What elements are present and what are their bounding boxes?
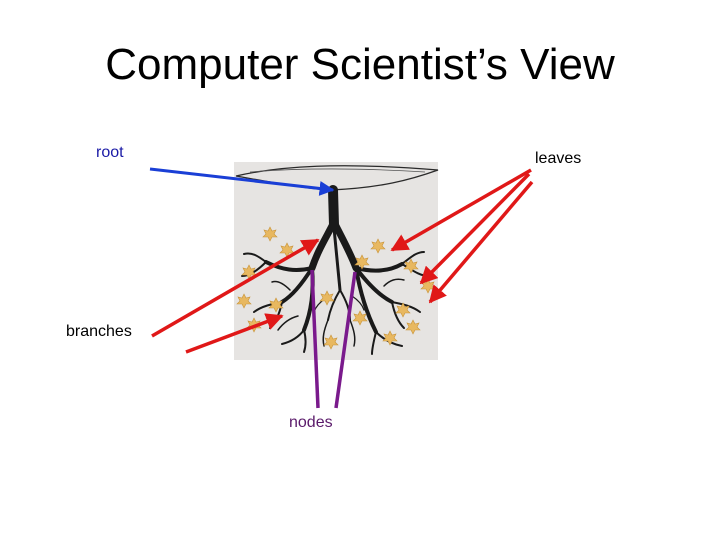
branches-label: branches bbox=[66, 323, 132, 340]
branches-arrow-2 bbox=[185, 313, 284, 354]
slide-title: Computer Scientist’s View bbox=[105, 40, 615, 89]
leaves-label: leaves bbox=[535, 150, 582, 167]
nodes-label: nodes bbox=[289, 414, 333, 431]
nodes-line-1 bbox=[310, 269, 320, 409]
nodes-line-2 bbox=[334, 271, 357, 409]
leaves-arrow-2 bbox=[419, 172, 531, 285]
leaves-arrow-1 bbox=[390, 168, 532, 252]
root-label: root bbox=[96, 144, 124, 161]
root-arrow bbox=[149, 167, 335, 196]
branches-arrow-1 bbox=[151, 238, 320, 338]
leaves-arrow-3 bbox=[428, 180, 534, 304]
